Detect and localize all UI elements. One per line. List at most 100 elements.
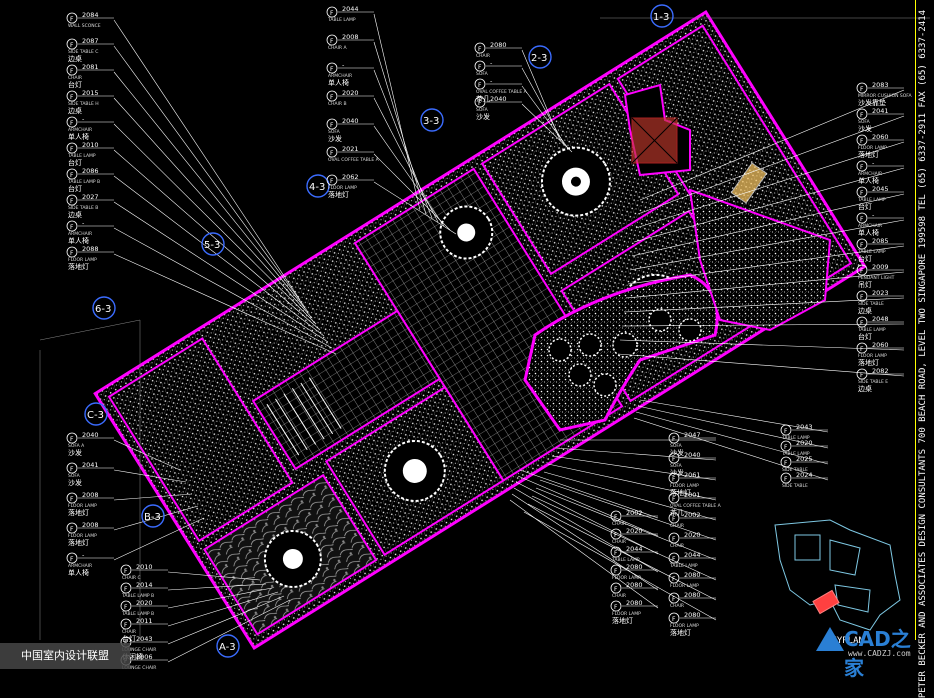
tag-letter: F — [330, 122, 334, 129]
tag-letter: F — [70, 42, 74, 49]
tag-code: 2083 — [872, 81, 889, 89]
tag-name: MIRROR CUSHION SOFA — [858, 93, 912, 99]
tag-cn: 台灯 — [68, 184, 82, 193]
tag-code: - — [490, 77, 493, 85]
tag-letter: F — [330, 66, 334, 73]
tag-letter: F — [860, 320, 864, 327]
tag-name: FLOOR LAMP — [612, 611, 641, 617]
tag-name: SOFA — [68, 473, 81, 479]
tag-letter: F — [478, 100, 482, 107]
cad-logo: CAD之家 www.CADZJ.com — [810, 621, 920, 680]
tag-name: TABLE LAMP B — [67, 179, 100, 185]
tag-code: 2087 — [82, 37, 99, 45]
tag-name: OVAL COFFEE TABLE A — [670, 503, 722, 509]
tag-code: 2084 — [82, 11, 99, 19]
tag-name: SOFA — [670, 443, 683, 449]
tag-cn: 落地灯 — [612, 616, 633, 625]
tag-cn: 沙发 — [858, 124, 872, 133]
tag-code: 2020 — [684, 531, 701, 539]
tag-name: SIDE TABLE C — [68, 49, 98, 55]
svg-text:B-3: B-3 — [144, 512, 161, 523]
tag-letter: F — [70, 94, 74, 101]
section-marker: B-3 — [141, 504, 165, 528]
tag-letter: F — [614, 586, 618, 593]
tag-letter: F — [614, 532, 618, 539]
logo-mark-icon — [816, 627, 844, 651]
tag-code: 2086 — [82, 167, 99, 175]
tag-cn: 台灯 — [68, 80, 82, 89]
tag-code: 2080 — [490, 41, 507, 49]
section-marker: 2-3 — [528, 45, 552, 69]
tag-cn: 落地灯 — [670, 628, 691, 637]
tag-cn: 吊灯 — [858, 280, 872, 289]
tag-name: ARMCHAIR — [68, 127, 92, 133]
tag-letter: F — [784, 460, 788, 467]
section-marker: 1-3 — [650, 4, 674, 28]
tag-name: SIDE TABLE H — [68, 101, 99, 107]
tag-letter: F — [70, 436, 74, 443]
tag-name: FLOOR LAMP — [328, 185, 357, 191]
tag-name: OVAL COFFEE TABLE A — [328, 157, 380, 163]
tag-letter: F — [860, 268, 864, 275]
tag-code: 2021 — [342, 145, 359, 153]
tag-cn: 台灯 — [858, 202, 872, 211]
tag-letter: F — [672, 616, 676, 623]
tag-letter: F — [784, 444, 788, 451]
tag-name: FLOOR LAMP — [858, 353, 887, 359]
stair-core — [251, 309, 442, 471]
tag-code: 2002 — [684, 511, 701, 519]
tag-name: TABLE LAMP B — [121, 611, 154, 617]
tag-name: TABLE LAMP — [327, 17, 356, 23]
tag-name: SOFA — [328, 129, 341, 135]
tag-code: 2020 — [136, 599, 153, 607]
tag-letter: F — [330, 10, 334, 17]
tag-code: 2043 — [796, 423, 813, 431]
tag-letter: F — [478, 64, 482, 71]
tag-letter: F — [784, 476, 788, 483]
svg-text:A-3: A-3 — [219, 642, 236, 653]
tag-letter: F — [124, 586, 128, 593]
tag-code: 2085 — [872, 237, 889, 245]
tag-code: 2062 — [342, 173, 359, 181]
svg-text:2-3: 2-3 — [531, 53, 547, 64]
section-marker: 3-3 — [420, 108, 444, 132]
tag-code: 2040 — [684, 451, 701, 459]
tag-letter: F — [860, 138, 864, 145]
svg-text:5-3: 5-3 — [204, 240, 220, 251]
tag-code: 2008 — [82, 521, 99, 529]
tag-letter: F — [70, 556, 74, 563]
tag-cn: 单人椅 — [858, 176, 879, 185]
tag-name: CHAIR — [68, 75, 82, 81]
tag-letter: F — [672, 436, 676, 443]
tag-name: CHAIR — [612, 593, 626, 599]
tag-cn: 单人椅 — [68, 236, 89, 245]
tag-letter: F — [70, 120, 74, 127]
tag-cn: 沙发 — [670, 448, 684, 457]
watermark: 中国室内设计联盟 — [0, 643, 130, 669]
tag-code: 2043 — [136, 635, 153, 643]
section-marker: 5-3 — [201, 232, 225, 256]
